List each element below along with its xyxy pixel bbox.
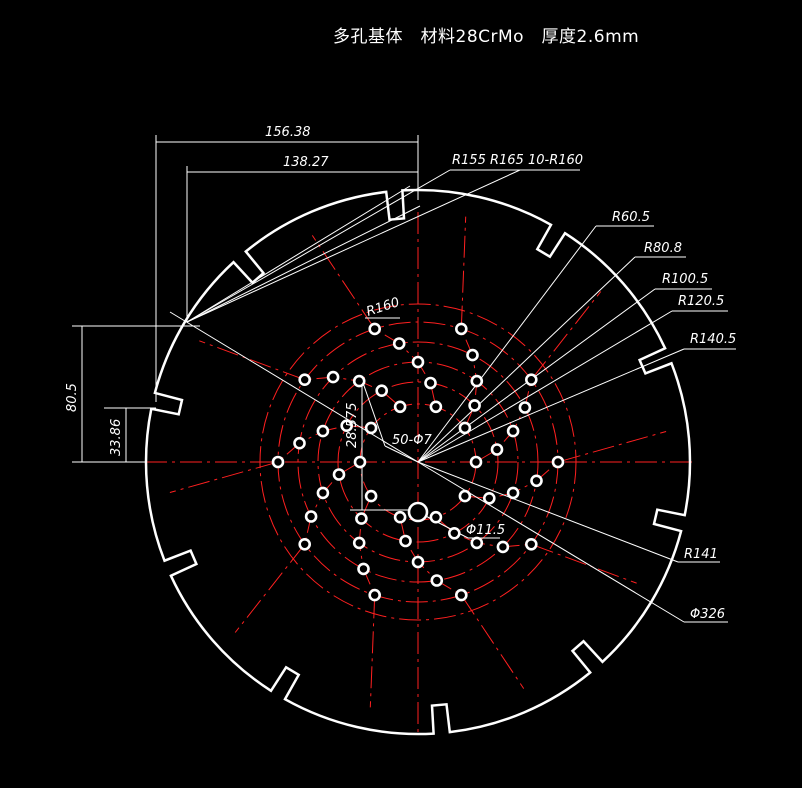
hole [332, 468, 346, 481]
hole [304, 510, 318, 523]
hole [496, 540, 510, 554]
hole [393, 400, 407, 414]
hole [293, 436, 306, 450]
hole [447, 526, 461, 540]
spoke-centerline [475, 291, 602, 463]
dim-r160: R160 [365, 295, 402, 320]
hole [430, 574, 444, 587]
hole [393, 510, 407, 524]
spoke-centerline [358, 495, 376, 708]
hole [524, 537, 538, 551]
hole [466, 348, 479, 362]
hole [470, 536, 484, 550]
hole [326, 370, 340, 384]
hole [399, 534, 412, 548]
dim-r140-5: R140.5 [690, 332, 736, 347]
hole [506, 486, 520, 500]
hole [364, 489, 378, 503]
hole [454, 588, 468, 602]
hole [368, 588, 382, 602]
hole [506, 424, 520, 438]
hole [353, 455, 367, 469]
dim-28-575: 28.575 [345, 403, 360, 449]
dim-33-86: 33.86 [109, 419, 124, 456]
spoke-centerline [234, 461, 361, 633]
hole [469, 455, 483, 469]
hole [524, 373, 538, 387]
hole [424, 376, 437, 390]
hole [490, 443, 504, 456]
hole [271, 455, 285, 469]
hole [454, 322, 468, 336]
dimension-lines [72, 135, 736, 623]
hole [355, 512, 368, 525]
hole [518, 401, 532, 414]
hole [482, 491, 496, 505]
hole [458, 421, 472, 435]
hole [530, 474, 543, 488]
hole [357, 562, 370, 576]
hole [352, 536, 366, 550]
hole [468, 399, 481, 412]
center-hole [407, 501, 429, 523]
plate-outline [144, 188, 692, 736]
hole [298, 537, 312, 551]
hole [340, 419, 354, 433]
hole [429, 510, 443, 524]
dim-80-5: 80.5 [65, 383, 80, 412]
hole [352, 374, 366, 388]
dim-138-27: 138.27 [283, 155, 329, 170]
drawing-title: 多孔基体 材料28CrMo 厚度2.6mm [333, 27, 639, 47]
dim-outer-diameter: Φ326 [690, 607, 725, 622]
hole [364, 421, 378, 435]
spoke-centerline [464, 431, 667, 499]
dim-r141: R141 [684, 547, 718, 562]
dim-r80-8: R80.8 [644, 241, 682, 256]
hole [411, 355, 425, 369]
dim-r100-5: R100.5 [662, 272, 708, 287]
hole [392, 337, 406, 350]
hole [368, 322, 382, 336]
dimension-labels: 156.38 138.27 R155 R165 10-R160 R60.5 R8… [65, 125, 736, 622]
hole [316, 486, 330, 500]
hole [375, 384, 389, 398]
dim-50-holes: 50-Φ7 [392, 433, 432, 448]
dim-156-38: 156.38 [265, 125, 311, 140]
hole [470, 374, 484, 388]
dim-r155-r165: R155 R165 10-R160 [452, 153, 583, 168]
hole [316, 424, 330, 438]
dim-center-hole: Φ11.5 [466, 523, 505, 538]
hole-pattern [271, 322, 565, 602]
dim-r120-5: R120.5 [678, 294, 724, 309]
hole [298, 373, 312, 387]
hole [551, 455, 565, 469]
hole [458, 489, 472, 503]
hole [411, 555, 425, 569]
dim-r60-5: R60.5 [612, 210, 650, 225]
hole [429, 400, 443, 414]
